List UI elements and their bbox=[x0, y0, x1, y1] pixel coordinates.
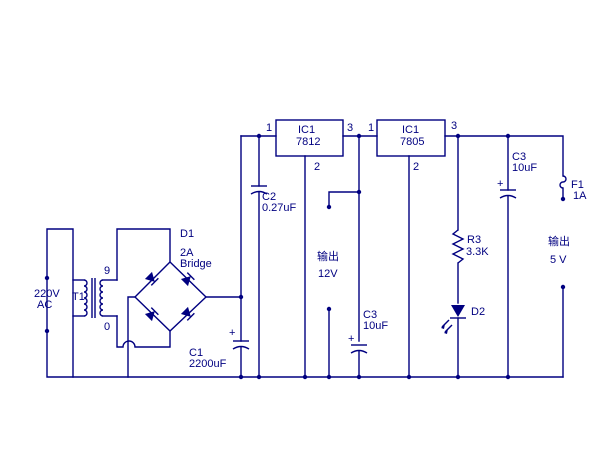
bridge-diode-3 bbox=[144, 307, 159, 322]
led-d2: D2 bbox=[441, 305, 485, 378]
ic2-pin1-label: 1 bbox=[368, 122, 374, 134]
tap-bottom-label: 0 bbox=[104, 321, 110, 333]
input-voltage-label: 220V bbox=[34, 288, 60, 300]
regulator-7805-body bbox=[376, 119, 446, 157]
tap-top-label: 9 bbox=[104, 265, 110, 277]
bridge-ac-wire-top bbox=[116, 228, 171, 281]
bridge-ac-wire-bottom bbox=[116, 315, 171, 348]
out12-value-label: 12V bbox=[318, 268, 338, 280]
ac-input: 220V AC bbox=[34, 228, 74, 378]
c1-plus-mark: + bbox=[229, 327, 235, 339]
out12-feed-wire bbox=[328, 191, 360, 208]
led-triangle bbox=[451, 305, 465, 317]
ic2-pin2-label: 2 bbox=[413, 161, 419, 173]
bridge-diode-2 bbox=[180, 272, 195, 287]
out12-terminal-top bbox=[326, 204, 332, 210]
capacitor-c1: + C1 2200uF bbox=[189, 135, 250, 378]
c1-value-label: 2200uF bbox=[189, 358, 227, 370]
bridge-rectifier-d1: D1 2A Bridge bbox=[116, 228, 244, 378]
c3b-plus-mark: + bbox=[497, 178, 503, 190]
five-volt-rail bbox=[444, 135, 564, 177]
regulator-7812-body bbox=[275, 119, 344, 157]
c3a-ref-label: C3 bbox=[363, 309, 377, 321]
primary-winding bbox=[83, 279, 88, 317]
c2-ref-label: C2 bbox=[262, 191, 276, 203]
out5-terminal-top bbox=[560, 196, 566, 202]
junction-out12 bbox=[356, 189, 362, 195]
ic1-part-label: 7812 bbox=[296, 136, 320, 148]
f1-ref-label: F1 bbox=[571, 179, 584, 191]
regulator-7805: IC1 7805 1 3 2 bbox=[368, 119, 457, 378]
transformer-t1: T1 9 0 bbox=[72, 265, 118, 333]
transformer-label: T1 bbox=[72, 291, 85, 303]
f1-value-label: 1A bbox=[573, 190, 587, 202]
bridge-diamond bbox=[134, 261, 208, 332]
ic2-part-label: 7805 bbox=[400, 136, 424, 148]
ac-terminal-bottom bbox=[44, 328, 50, 334]
out5-value-label: 5 V bbox=[550, 254, 567, 266]
ic1-pin3-label: 3 bbox=[347, 122, 353, 134]
r3-ref-label: R3 bbox=[467, 234, 481, 246]
r3-value-label: 3.3K bbox=[466, 246, 489, 258]
ic1-pin2-label: 2 bbox=[314, 161, 320, 173]
ic1-pin1-label: 1 bbox=[266, 122, 272, 134]
c3b-value-label: 10uF bbox=[512, 162, 537, 174]
bridge-diode-4 bbox=[180, 306, 195, 321]
c2-value-label: 0.27uF bbox=[262, 202, 297, 214]
out12-title-label: 输出 bbox=[317, 249, 339, 263]
capacitor-c2: C2 0.27uF bbox=[250, 135, 297, 378]
capacitor-c3-5v: + C3 10uF bbox=[497, 135, 537, 378]
bridge-type-label: Bridge bbox=[180, 258, 212, 270]
ic2-pin3-label: 3 bbox=[451, 120, 457, 132]
bridge-rating-label: 2A bbox=[180, 247, 194, 259]
resistor-r3: R3 3.3K bbox=[451, 135, 489, 304]
d2-ref-label: D2 bbox=[471, 306, 485, 318]
c3a-value-label: 10uF bbox=[363, 320, 388, 332]
regulator-7812: IC1 7812 1 3 2 bbox=[266, 119, 353, 378]
input-ac-label: AC bbox=[37, 299, 52, 311]
out5-title-label: 输出 bbox=[548, 234, 570, 248]
c3b-ref-label: C3 bbox=[512, 151, 526, 163]
bridge-diode-1 bbox=[144, 271, 159, 286]
c1-ref-label: C1 bbox=[189, 347, 203, 359]
fuse-f1: F1 1A bbox=[559, 175, 587, 202]
bridge-dc-negative-wire bbox=[127, 296, 136, 378]
ac-terminal-top bbox=[44, 275, 50, 281]
capacitor-c3-12v: + C3 10uF bbox=[348, 309, 388, 378]
secondary-winding bbox=[99, 279, 104, 317]
bridge-ref-label: D1 bbox=[180, 228, 194, 240]
c3a-plus-mark: + bbox=[348, 333, 354, 345]
ic2-ref-label: IC1 bbox=[402, 124, 419, 136]
ic1-ref-label: IC1 bbox=[298, 124, 315, 136]
